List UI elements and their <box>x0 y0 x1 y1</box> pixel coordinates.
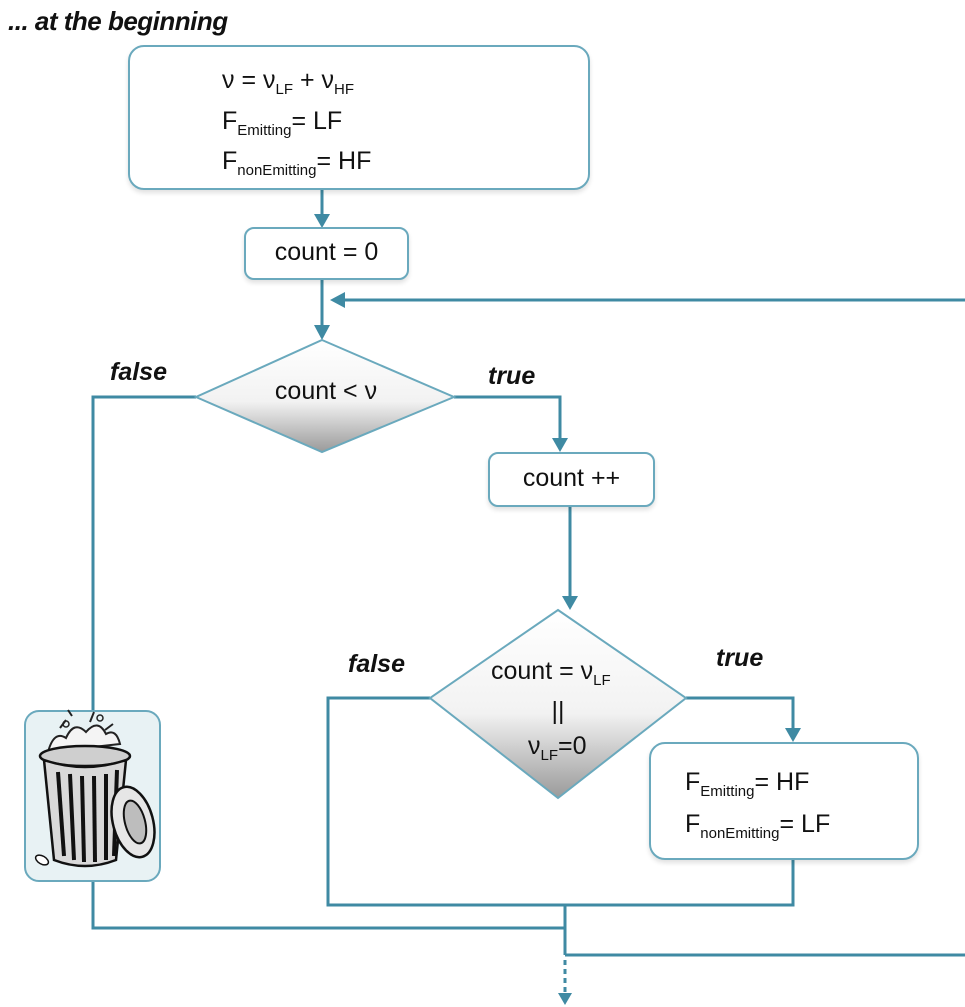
f-symbol: F <box>222 147 238 175</box>
init-line-f-emitting: FEmitting= LF <box>222 107 342 139</box>
cond2-count-eq: count = ν <box>491 657 594 685</box>
cond2-or: || <box>551 697 565 725</box>
arrowhead-exit <box>558 993 572 1005</box>
connector-swap-to-merge <box>565 860 795 907</box>
count-init-label: count = 0 <box>274 238 379 266</box>
cond2-false-label: false <box>348 650 405 678</box>
plus-sign: + <box>293 66 322 94</box>
init-box <box>128 45 590 190</box>
subscript-lf: LF <box>593 672 611 689</box>
swap-box <box>649 742 919 860</box>
connector-trash-to-merge <box>91 881 565 930</box>
trash-can-icon <box>24 709 161 882</box>
subscript-emitting: Emitting <box>700 783 755 800</box>
connector-cond1-true <box>454 395 562 440</box>
subscript-hf: HF <box>334 81 355 98</box>
cond2-zero: =0 <box>558 732 587 760</box>
arrowhead-loop <box>330 292 345 308</box>
count-inc-label: count ++ <box>522 464 621 492</box>
cond2-true-label: true <box>716 644 764 672</box>
nu-symbol: ν <box>321 66 335 94</box>
arrowhead-to-cond1 <box>314 325 330 340</box>
equals-sign: = <box>234 66 263 94</box>
f-symbol: F <box>685 810 701 838</box>
count-inc-box <box>488 452 655 507</box>
assignment-value: = HF <box>754 768 810 796</box>
nu-symbol: ν <box>222 66 235 94</box>
f-symbol: F <box>685 768 701 796</box>
arrowhead-to-inc <box>552 438 568 452</box>
heading-at-the-beginning: ... at the beginning <box>8 6 228 36</box>
f-symbol: F <box>222 107 238 135</box>
assignment-value: = HF <box>316 147 372 175</box>
subscript-nonemitting: nonEmitting <box>237 162 317 179</box>
cond1-false-label: false <box>110 358 167 386</box>
subscript-nonemitting: nonEmitting <box>700 825 780 842</box>
assignment-value: = LF <box>779 810 831 838</box>
cond2-line1: count = νLF <box>491 657 611 689</box>
connector-cond2-true <box>686 696 795 730</box>
count-init-box <box>244 227 409 280</box>
arrowhead-to-swap <box>785 728 801 742</box>
assignment-value: = LF <box>291 107 343 135</box>
cond2-line3: νLF=0 <box>528 732 587 764</box>
swap-line-f-emitting: FEmitting= HF <box>685 768 809 800</box>
init-line-f-nonemitting: FnonEmitting= HF <box>222 147 371 179</box>
init-line-nu: ν = νLF + νHF <box>222 66 354 98</box>
connector-cond2-false <box>326 696 565 907</box>
nu-symbol: ν <box>528 732 541 760</box>
arrowhead-to-cond2 <box>562 596 578 610</box>
subscript-lf: LF <box>275 81 294 98</box>
subscript-lf: LF <box>540 747 559 764</box>
arrowhead-to-count <box>314 214 330 228</box>
cond1-true-label: true <box>488 362 536 390</box>
nu-symbol: ν <box>263 66 276 94</box>
decision-diamond-1 <box>193 338 457 454</box>
swap-line-f-nonemitting: FnonEmitting= LF <box>685 810 830 842</box>
cond1-text: count < ν <box>274 377 378 405</box>
subscript-emitting: Emitting <box>237 122 292 139</box>
decision-diamond-2 <box>428 608 688 800</box>
connector-cond1-false <box>91 395 196 710</box>
